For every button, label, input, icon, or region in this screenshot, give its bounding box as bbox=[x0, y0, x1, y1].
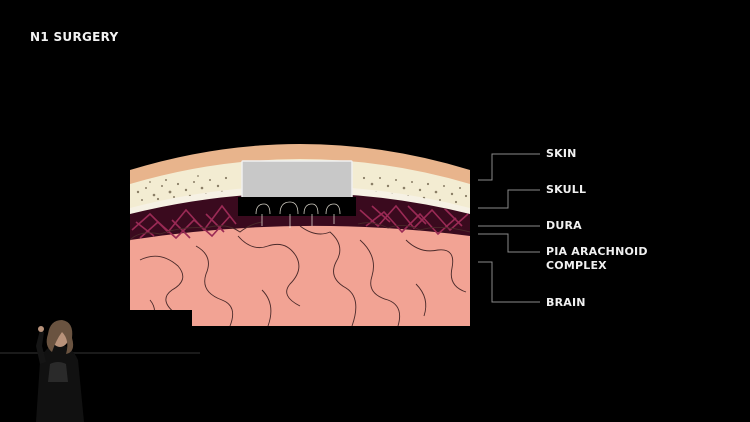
leader-lines bbox=[478, 153, 540, 303]
leader-line-pia bbox=[478, 233, 540, 253]
podium-block bbox=[130, 310, 192, 330]
leader-line-skull bbox=[478, 189, 540, 209]
label-brain: BRAIN bbox=[546, 296, 586, 309]
leader-line-skin bbox=[478, 153, 540, 181]
label-pia-arachnoid-complex: PIA ARACHNOID COMPLEX bbox=[546, 245, 648, 272]
dura-layer bbox=[130, 185, 470, 214]
skin-layer bbox=[130, 144, 470, 184]
leader-line-brain bbox=[478, 261, 540, 303]
label-skin: SKIN bbox=[546, 147, 577, 160]
electrode-threads bbox=[255, 201, 341, 228]
presenter-figure bbox=[36, 320, 84, 422]
cross-section-panel bbox=[130, 144, 470, 326]
brain-sulci bbox=[130, 221, 470, 326]
label-dura: DURA bbox=[546, 219, 582, 232]
implant-device bbox=[241, 160, 353, 200]
stage-edge bbox=[0, 352, 200, 354]
label-skull: SKULL bbox=[546, 183, 587, 196]
slide-title: N1 SURGERY bbox=[30, 30, 119, 44]
